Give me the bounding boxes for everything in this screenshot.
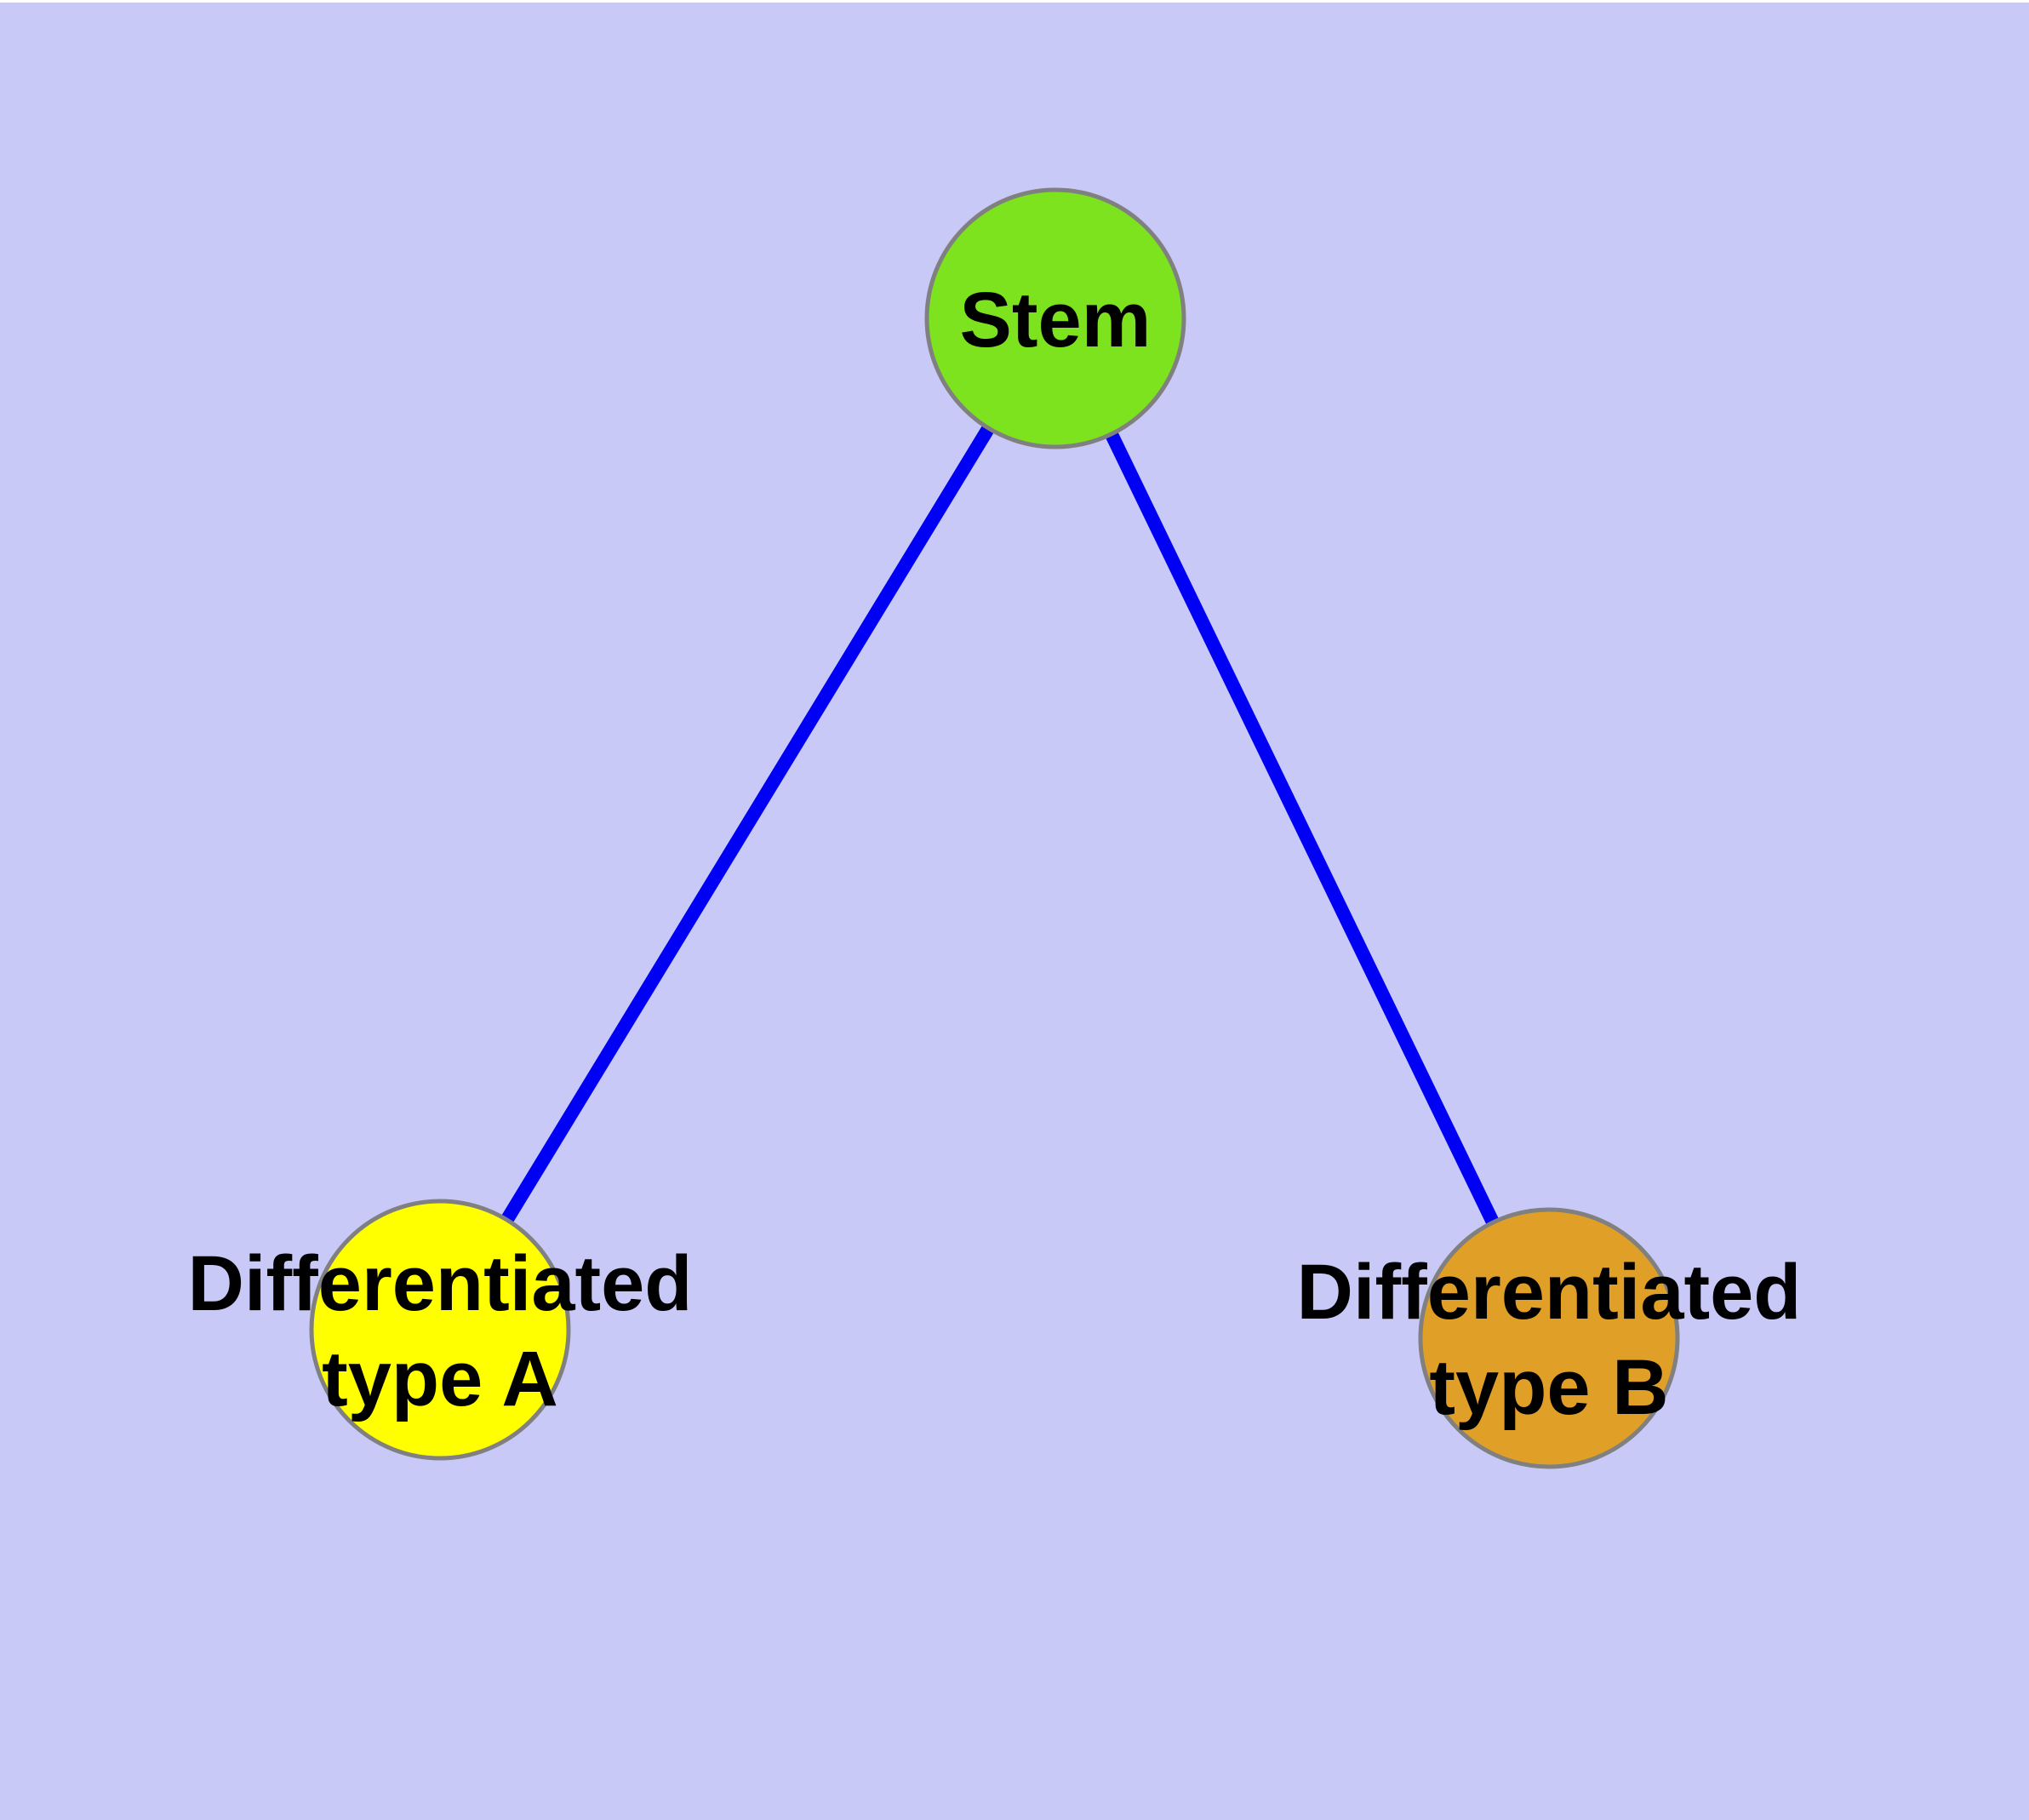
node-diff-b-circle xyxy=(1418,1207,1680,1469)
node-diff-b-label-line: Differentiated xyxy=(1297,1249,1802,1336)
node-diff-a-label-line: type A xyxy=(322,1336,558,1422)
node-stem: Stem xyxy=(924,187,1186,449)
node-diff-a: Differentiated type A xyxy=(188,1199,693,1461)
node-diff-a-label-line: Differentiated xyxy=(188,1240,693,1327)
node-stem-label: Stem xyxy=(960,277,1152,363)
node-stem-circle xyxy=(924,187,1186,449)
node-diff-a-circle xyxy=(309,1199,571,1461)
edge-stem-to-diff-b xyxy=(1105,431,1500,1226)
node-diff-b-label-line: type B xyxy=(1429,1344,1668,1431)
top-edge-strip xyxy=(0,0,2029,3)
node-diff-a-label: Differentiated type A xyxy=(188,1240,693,1422)
edge-stem-to-diff-a xyxy=(500,424,995,1224)
node-stem-label-line: Stem xyxy=(960,277,1152,363)
